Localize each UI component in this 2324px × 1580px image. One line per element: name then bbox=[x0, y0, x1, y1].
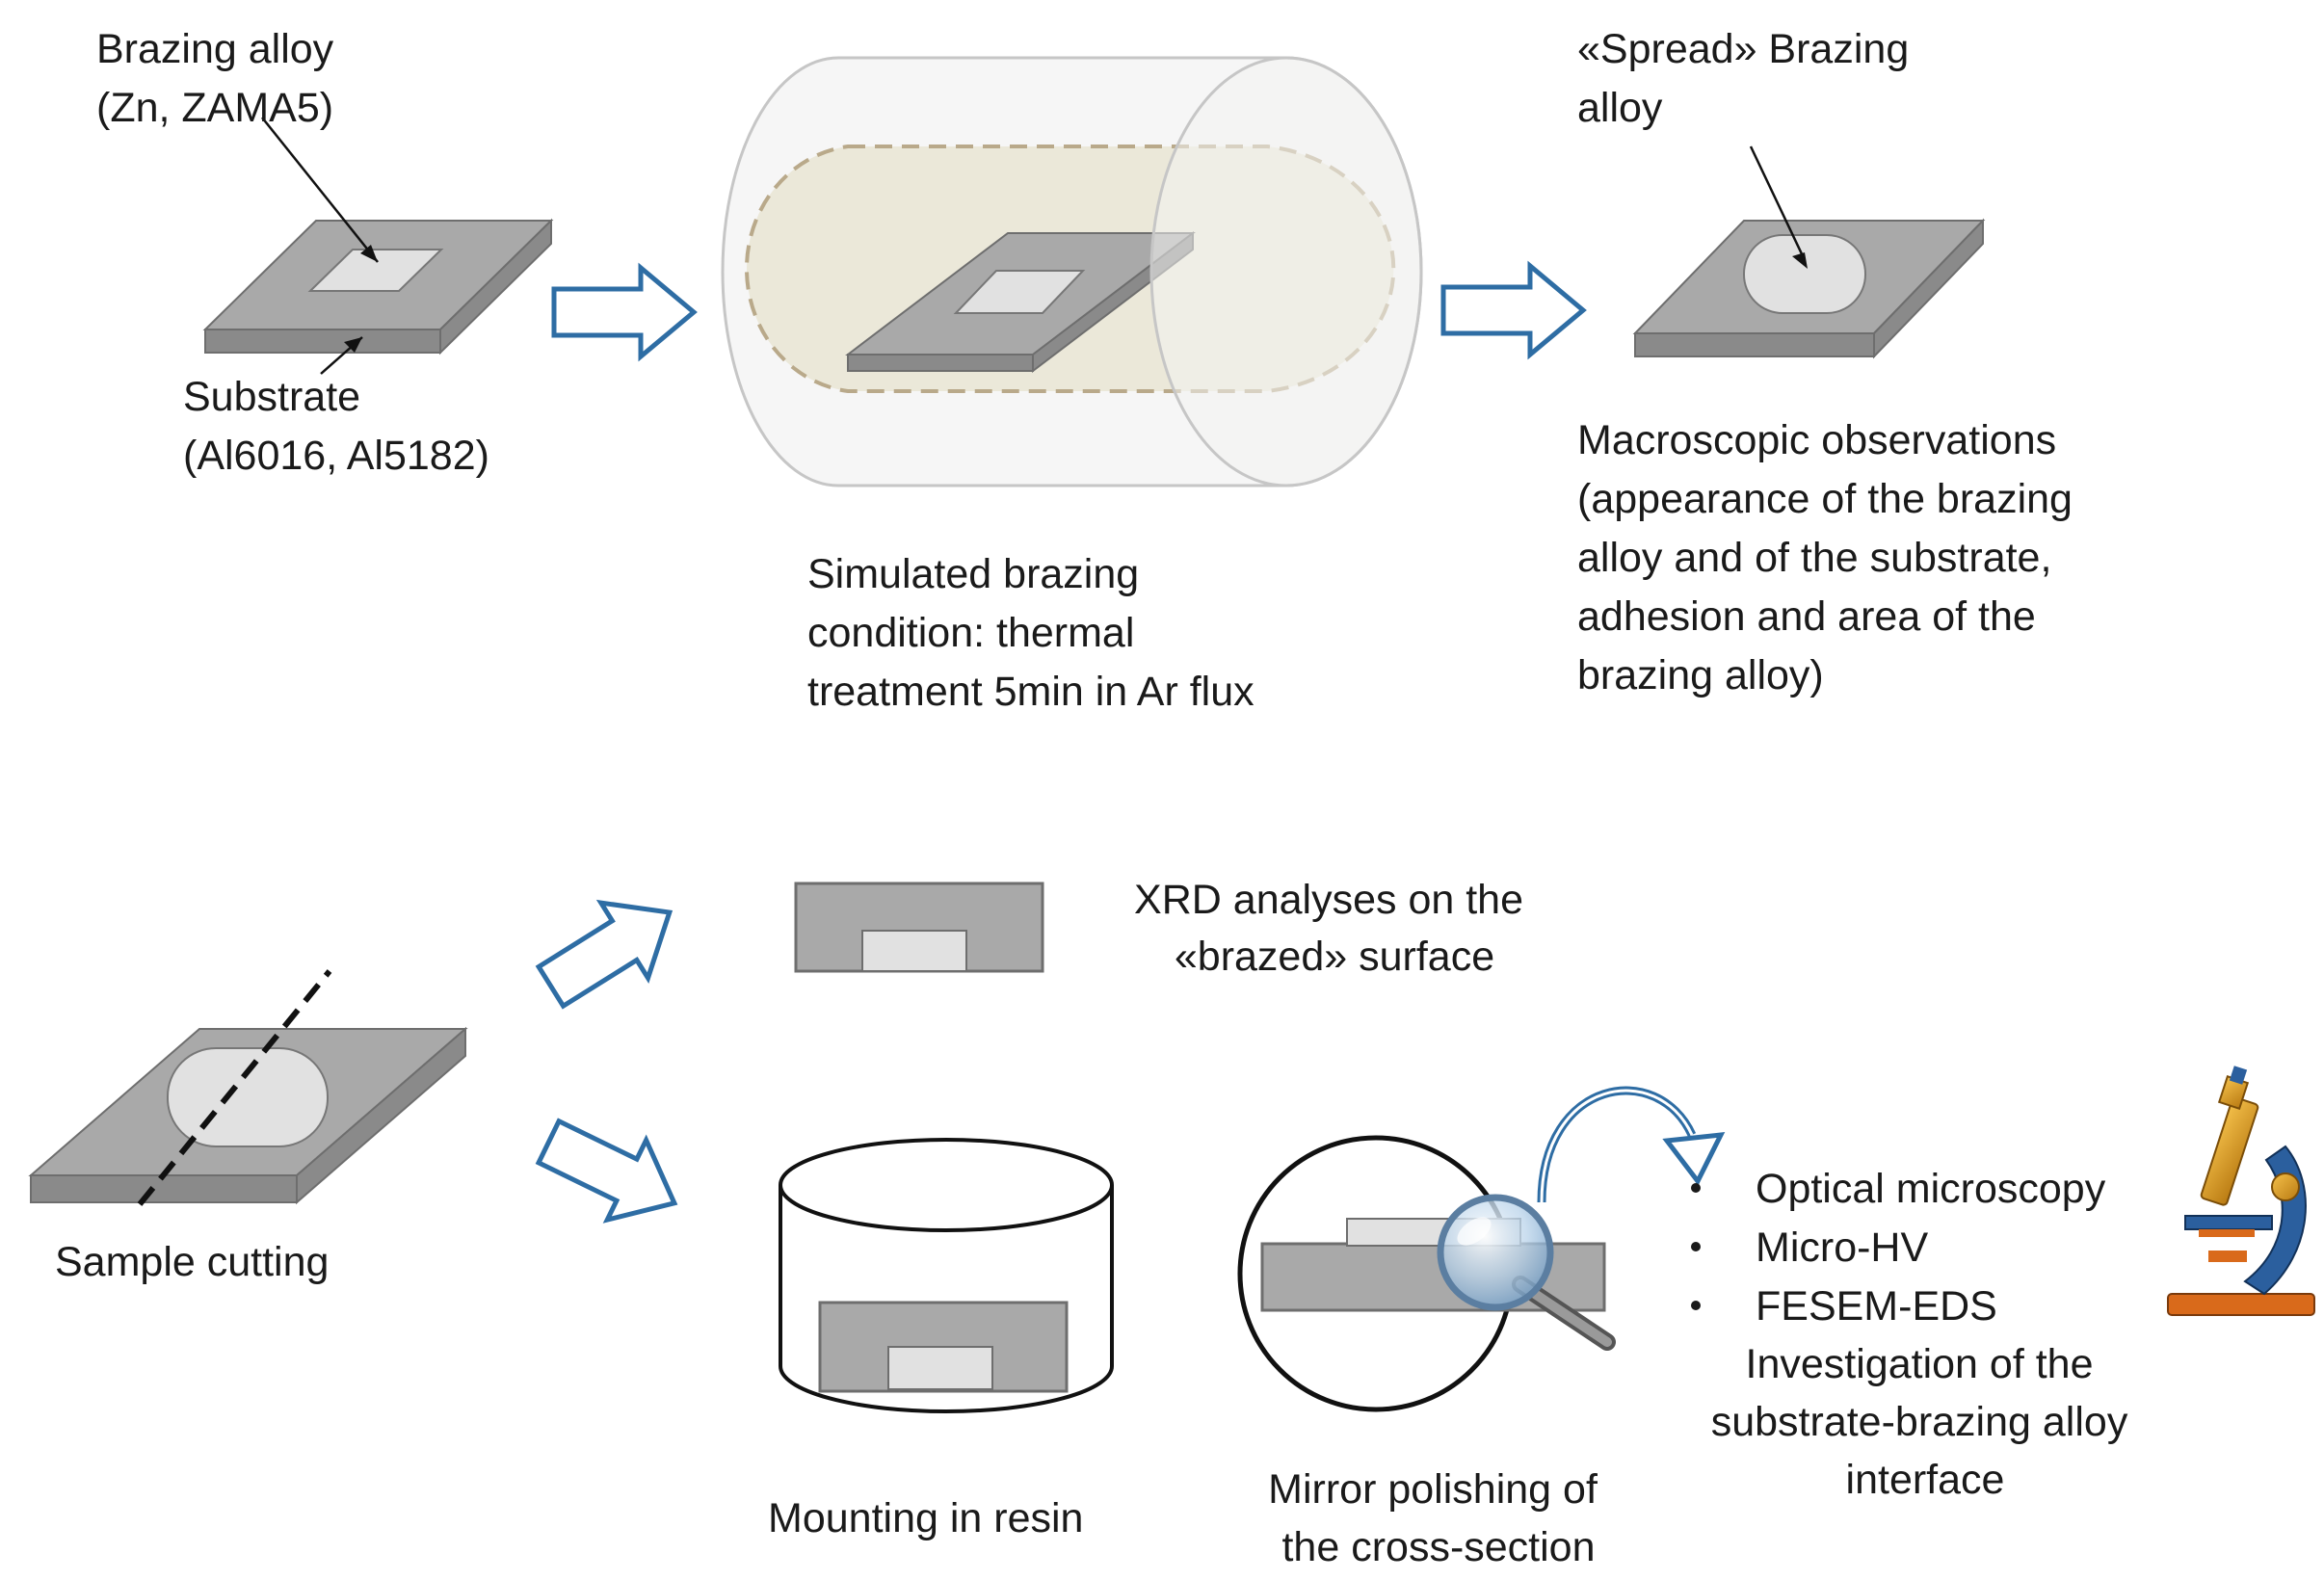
list-item: Optical microscopy bbox=[1756, 1166, 2106, 1212]
xrd-label: XRD analyses on the «brazed» surface bbox=[1134, 877, 1535, 980]
substrate-label: Substrate (Al6016, Al5182) bbox=[183, 374, 489, 479]
flow-arrow-down bbox=[535, 1118, 678, 1224]
analysis-list: Optical microscopy Micro-HV FESEM-EDS bbox=[1691, 1166, 2106, 1330]
polishing-label: Mirror polishing of the cross-section bbox=[1268, 1466, 1609, 1570]
spread-alloy-pointer bbox=[1749, 145, 1807, 261]
spread-alloy-label: «Spread» Brazing alloy bbox=[1577, 26, 1920, 131]
simulated-brazing-label: Simulated brazing condition: thermal tre… bbox=[807, 551, 1254, 715]
flow-arrow-up bbox=[535, 899, 673, 1010]
list-item: FESEM-EDS bbox=[1756, 1283, 1997, 1330]
cutting-line bbox=[137, 969, 332, 1206]
bullet-dot bbox=[1691, 1242, 1701, 1251]
furnace-end-face bbox=[1149, 56, 1423, 487]
furnace-cylinder bbox=[721, 56, 1423, 487]
xrd-brazed-surface bbox=[861, 930, 967, 972]
magnifier-icon bbox=[1437, 1194, 1616, 1351]
initial-sample-plate bbox=[202, 218, 554, 356]
bullet-dot bbox=[1691, 1301, 1701, 1310]
flow-arrow-2 bbox=[1440, 260, 1587, 360]
xrd-sample bbox=[794, 882, 1044, 973]
flow-arrow-1 bbox=[551, 262, 698, 362]
cut-sample-alloy bbox=[167, 1047, 329, 1147]
cut-sample-plate bbox=[28, 1026, 468, 1205]
macroscopic-label: Macroscopic observations (appearance of … bbox=[1577, 417, 2084, 698]
microscope-icon bbox=[2167, 1066, 2315, 1316]
brazing-alloy-pointer bbox=[261, 117, 379, 263]
list-item: Micro-HV bbox=[1756, 1224, 1928, 1271]
brazing-alloy-square bbox=[307, 249, 444, 292]
investigation-label: Investigation of the substrate-brazing a… bbox=[1711, 1341, 2140, 1503]
bullet-dot bbox=[1691, 1183, 1701, 1193]
spread-alloy-blob bbox=[1743, 234, 1866, 314]
spread-sample-plate bbox=[1632, 218, 1986, 359]
mounting-label: Mounting in resin bbox=[768, 1495, 1083, 1541]
resin-mount-cylinder bbox=[779, 1138, 1114, 1413]
sample-cutting-label: Sample cutting bbox=[55, 1239, 329, 1285]
brazing-alloy-label: Brazing alloy (Zn, ZAMA5) bbox=[96, 26, 345, 131]
